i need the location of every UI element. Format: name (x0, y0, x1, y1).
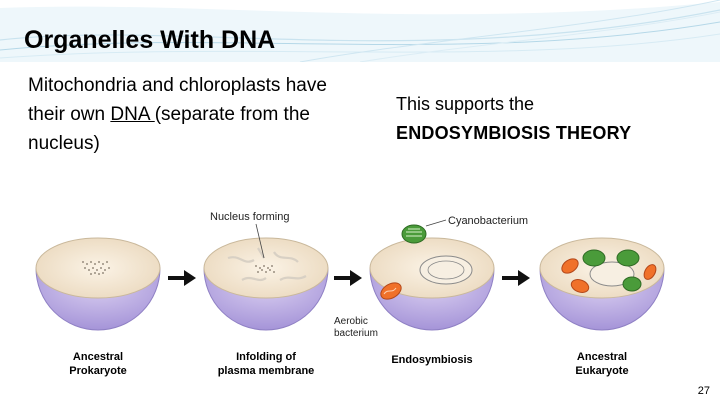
right-text-line1: This supports the (396, 94, 535, 114)
aerobic-bacterium-icon (380, 282, 402, 300)
stage-1-line1: Ancestral (73, 351, 123, 363)
stage-4-line2: Eukaryote (575, 365, 628, 377)
chloroplast-icon (582, 249, 642, 292)
cell-infolding (203, 223, 329, 331)
stage-2-line1: Infolding of (236, 351, 296, 363)
cell-ancestral-prokaryote (35, 237, 161, 331)
label-cyanobacterium: Cyanobacterium (448, 215, 528, 227)
endosymbiosis-figure: Nucleus forming Cyanobacterium Aerobic b… (28, 196, 666, 386)
cell-ancestral-eukaryote (539, 237, 665, 331)
page-number: 27 (697, 385, 710, 397)
stage-2-line2: plasma membrane (218, 365, 315, 377)
band-swoosh-graphic (0, 0, 720, 62)
cyanobacterium-icon (401, 224, 427, 244)
stage-1-line2: Prokaryote (69, 365, 126, 377)
cell-endosymbiosis (369, 219, 495, 331)
endosymbiosis-diagram: Nucleus forming Cyanobacterium Aerobic b… (28, 196, 666, 386)
title-band-decoration (0, 0, 720, 62)
arrow-2-icon (334, 270, 362, 286)
left-text-part1: Mitochondria and chloroplasts have their… (28, 75, 327, 125)
stage-4-line1: Ancestral (577, 351, 627, 363)
endosymbiosis-theory-heading: ENDOSYMBIOSIS THEORY (396, 123, 632, 143)
slide-title: Organelles With DNA (24, 26, 276, 54)
left-body-text: Mitochondria and chloroplasts have their… (28, 71, 348, 158)
mitochondrion-icon (561, 258, 657, 293)
label-nucleus-forming: Nucleus forming (210, 211, 289, 223)
right-body-text: This supports the ENDOSYMBIOSIS THEORY (396, 90, 716, 148)
stage-3-line1: Endosymbiosis (391, 354, 472, 366)
arrow-3-icon (502, 270, 530, 286)
label-aerobic: Aerobic (334, 316, 368, 327)
arrow-1-icon (168, 270, 196, 286)
underlined-dna: DNA (110, 104, 155, 125)
left-text-part2: (separate from the nucleus) (28, 104, 310, 154)
label-bacterium: bacterium (334, 328, 378, 339)
